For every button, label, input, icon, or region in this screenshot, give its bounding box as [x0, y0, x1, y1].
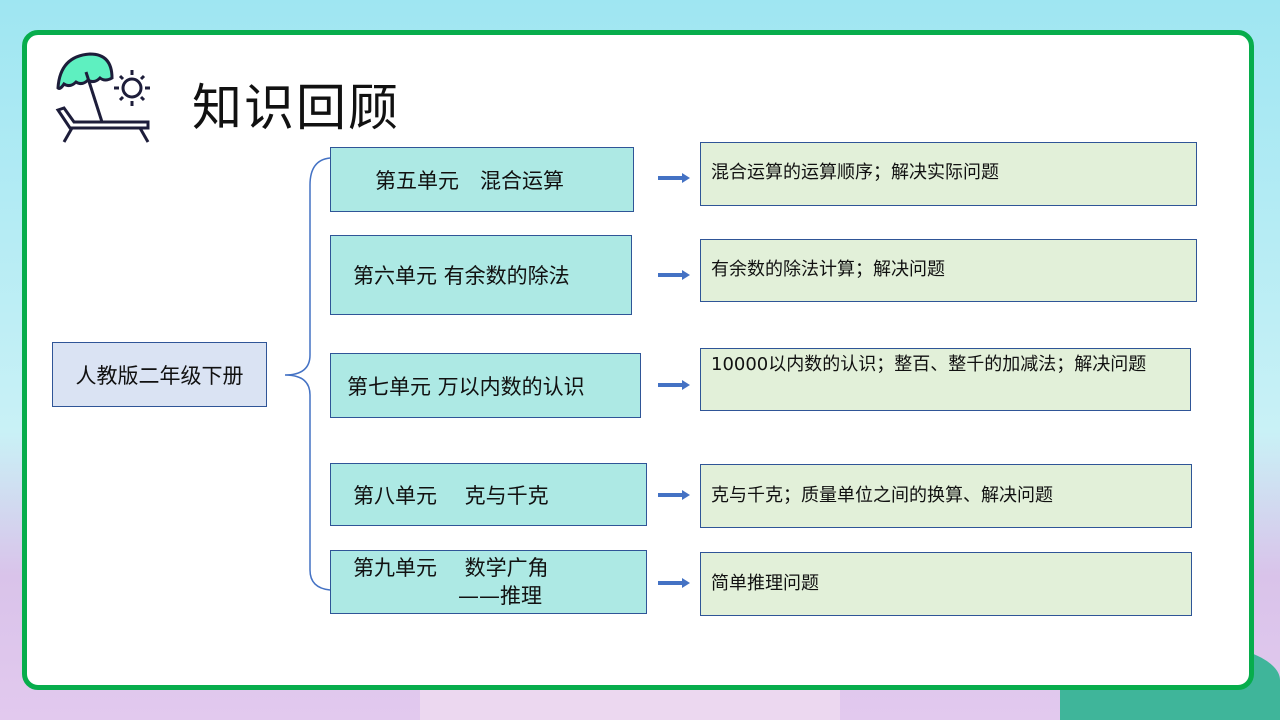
arrow-right-icon [658, 578, 690, 588]
unit-box: 第六单元 有余数的除法 [330, 235, 632, 315]
description-box: 克与千克；质量单位之间的换算、解决问题 [700, 464, 1192, 528]
unit-box: 第五单元 混合运算 [330, 147, 634, 212]
arrow-right-icon [658, 490, 690, 500]
unit-box: 第七单元 万以内数的认识 [330, 353, 641, 418]
unit-label: 第五单元 混合运算 [375, 168, 564, 193]
arrow-right-icon [658, 380, 690, 390]
unit-label: 第九单元 数学广角 ——推理 [353, 556, 549, 608]
unit-box: 第八单元 克与千克 [330, 463, 647, 526]
description-box: 有余数的除法计算；解决问题 [700, 239, 1197, 302]
page-title: 知识回顾 [192, 79, 400, 137]
arrow-right-icon [658, 270, 690, 280]
description-box: 10000以内数的认识；整百、整千的加减法；解决问题 [700, 348, 1191, 411]
unit-box: 第九单元 数学广角 ——推理 [330, 550, 647, 614]
unit-label: 第六单元 有余数的除法 [353, 264, 570, 288]
description-box: 混合运算的运算顺序；解决实际问题 [700, 142, 1197, 206]
root-node: 人教版二年级下册 [52, 342, 267, 407]
arrow-right-icon [658, 173, 690, 183]
unit-label: 第七单元 万以内数的认识 [347, 374, 585, 399]
description-box: 简单推理问题 [700, 552, 1192, 616]
unit-label: 第八单元 克与千克 [353, 483, 549, 508]
beach-umbrella-icon [55, 52, 150, 143]
